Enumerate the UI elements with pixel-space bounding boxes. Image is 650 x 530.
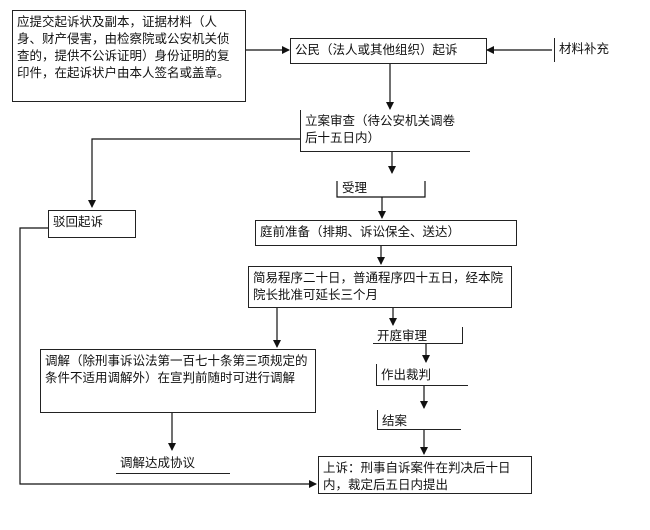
judgment-box: 作出裁判 bbox=[376, 364, 468, 386]
review-text: 立案审查（待公安机关调卷后十五日内） bbox=[305, 113, 456, 145]
appeal-box: 上诉：刑事自诉案件在判决后十日内，裁定后五日内提出 bbox=[318, 456, 532, 494]
accept-box: 受理 bbox=[338, 177, 398, 197]
mediation-box: 调解（除刑事诉讼法第一百七十条第三项规定的条件不适用调解外）在宣判前随时可进行调… bbox=[40, 349, 316, 413]
trial-box: 开庭审理 bbox=[373, 327, 463, 344]
arrow-reject-to-appeal bbox=[19, 227, 317, 488]
reject-text: 驳回起诉 bbox=[53, 214, 104, 229]
arrow-review-to-reject bbox=[88, 138, 300, 208]
reject-box: 驳回起诉 bbox=[48, 210, 136, 238]
accept-text: 受理 bbox=[342, 180, 368, 195]
materials-note-box: 应提交起诉状及副本，证据材料（人身、财产侵害，由检察院或公安机关侦查的，提供不公… bbox=[12, 10, 246, 102]
appeal-text: 上诉：刑事自诉案件在判决后十日内，裁定后五日内提出 bbox=[323, 460, 511, 492]
close-box: 结案 bbox=[377, 410, 461, 430]
review-box: 立案审查（待公安机关调卷后十五日内） bbox=[300, 110, 470, 152]
supplement-text: 材料补充 bbox=[559, 41, 610, 56]
accept-bracket bbox=[336, 181, 426, 198]
filing-text: 公民（法人或其他组织）起诉 bbox=[295, 42, 458, 57]
materials-note-text: 应提交起诉状及副本，证据材料（人身、财产侵害，由检察院或公安机关侦查的，提供不公… bbox=[17, 14, 230, 80]
pretrial-text: 庭前准备（排期、诉讼保全、送达） bbox=[260, 224, 461, 239]
procedure-box: 简易程序二十日，普通程序四十五日，经本院院长批准可延长三个月 bbox=[248, 266, 512, 308]
procedure-text: 简易程序二十日，普通程序四十五日，经本院院长批准可延长三个月 bbox=[253, 270, 504, 302]
mediation-text: 调解（除刑事诉讼法第一百七十条第三项规定的条件不适用调解外）在宣判前随时可进行调… bbox=[45, 353, 308, 385]
pretrial-box: 庭前准备（排期、诉讼保全、送达） bbox=[255, 220, 517, 246]
trial-text: 开庭审理 bbox=[377, 328, 428, 343]
mediation-agreement-text: 调解达成协议 bbox=[120, 455, 196, 470]
close-text: 结案 bbox=[382, 413, 408, 428]
judgment-text: 作出裁判 bbox=[381, 367, 432, 382]
supplement-box: 材料补充 bbox=[554, 38, 638, 62]
mediation-agreement-box: 调解达成协议 bbox=[116, 452, 230, 474]
filing-box: 公民（法人或其他组织）起诉 bbox=[290, 38, 487, 64]
